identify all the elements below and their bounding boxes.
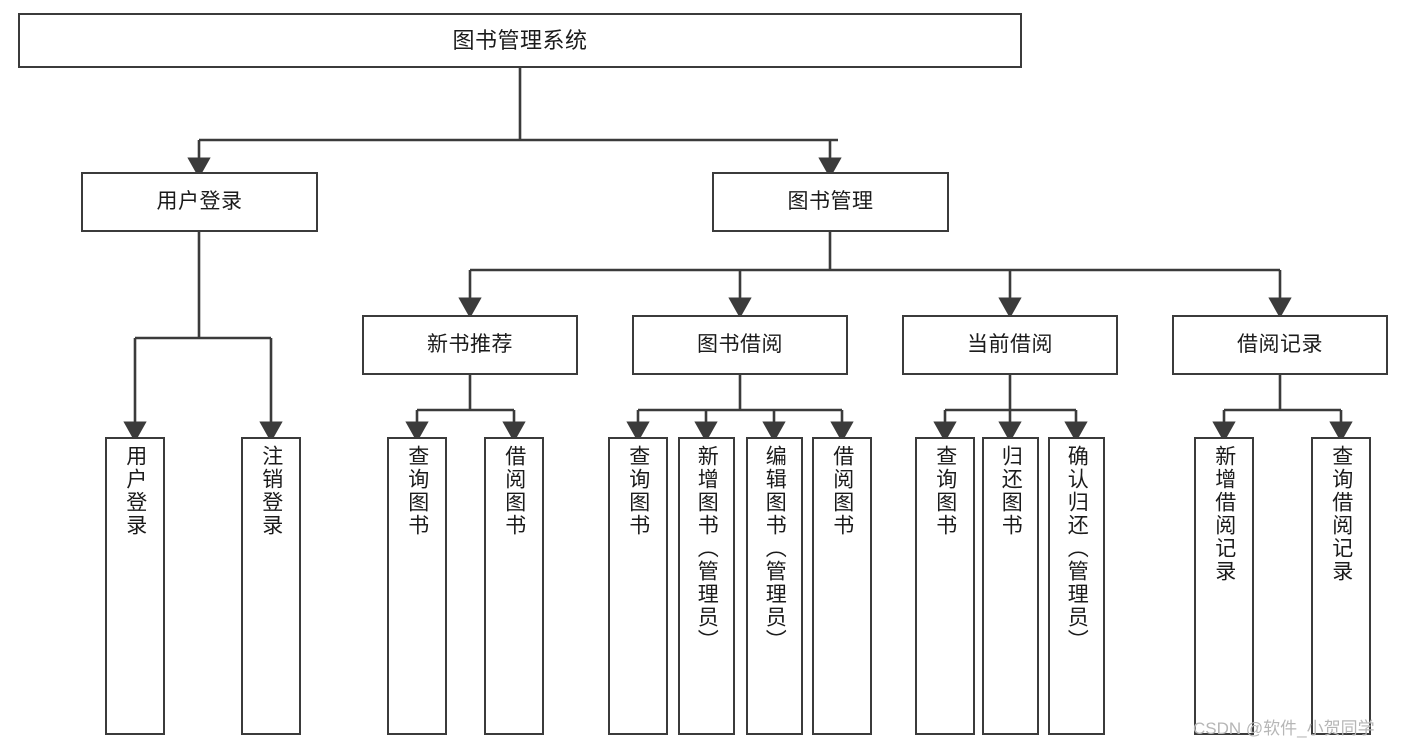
leaf-new-book-query-book[interactable]: 查询图书 (387, 437, 447, 735)
node-book-management[interactable]: 图书管理 (712, 172, 949, 232)
node-label: 新增图书（管理员） (695, 445, 719, 652)
node-root-book-management-system[interactable]: 图书管理系统 (18, 13, 1022, 68)
node-label: 编辑图书（管理员） (763, 445, 787, 652)
node-label: 借阅图书 (502, 445, 526, 537)
node-label: 图书管理系统 (452, 27, 588, 53)
leaf-book-borrow-query-book[interactable]: 查询图书 (608, 437, 668, 735)
node-label: 新书推荐 (427, 332, 513, 356)
node-label: 用户登录 (123, 445, 147, 537)
node-label: 图书借阅 (697, 332, 783, 356)
node-borrow-record[interactable]: 借阅记录 (1172, 315, 1388, 375)
leaf-current-borrow-query-book[interactable]: 查询图书 (915, 437, 975, 735)
leaf-user-login-logout[interactable]: 注销登录 (241, 437, 301, 735)
node-label: 归还图书 (999, 445, 1023, 537)
leaf-borrow-record-add-record[interactable]: 新增借阅记录 (1194, 437, 1254, 735)
node-label: 查询图书 (405, 445, 429, 537)
node-label: 查询借阅记录 (1329, 445, 1353, 583)
leaf-new-book-borrow-book[interactable]: 借阅图书 (484, 437, 544, 735)
node-new-book-recommend[interactable]: 新书推荐 (362, 315, 578, 375)
leaf-user-login-login[interactable]: 用户登录 (105, 437, 165, 735)
node-user-login[interactable]: 用户登录 (81, 172, 318, 232)
node-label: 借阅图书 (830, 445, 854, 537)
node-label: 用户登录 (156, 189, 243, 213)
node-label: 查询图书 (626, 445, 650, 537)
node-current-borrow[interactable]: 当前借阅 (902, 315, 1118, 375)
node-label: 当前借阅 (967, 332, 1053, 356)
leaf-current-borrow-confirm-return-admin[interactable]: 确认归还（管理员） (1048, 437, 1105, 735)
leaf-borrow-record-query-record[interactable]: 查询借阅记录 (1311, 437, 1371, 735)
leaf-book-borrow-add-book-admin[interactable]: 新增图书（管理员） (678, 437, 735, 735)
node-book-borrow[interactable]: 图书借阅 (632, 315, 848, 375)
leaf-current-borrow-return-book[interactable]: 归还图书 (982, 437, 1039, 735)
leaf-book-borrow-edit-book-admin[interactable]: 编辑图书（管理员） (746, 437, 803, 735)
node-label: 新增借阅记录 (1212, 445, 1236, 583)
node-label: 图书管理 (787, 189, 874, 213)
leaf-book-borrow-borrow-book[interactable]: 借阅图书 (812, 437, 872, 735)
node-label: 查询图书 (933, 445, 957, 537)
node-label: 注销登录 (259, 445, 283, 537)
node-label: 确认归还（管理员） (1065, 445, 1089, 652)
node-label: 借阅记录 (1237, 332, 1323, 356)
